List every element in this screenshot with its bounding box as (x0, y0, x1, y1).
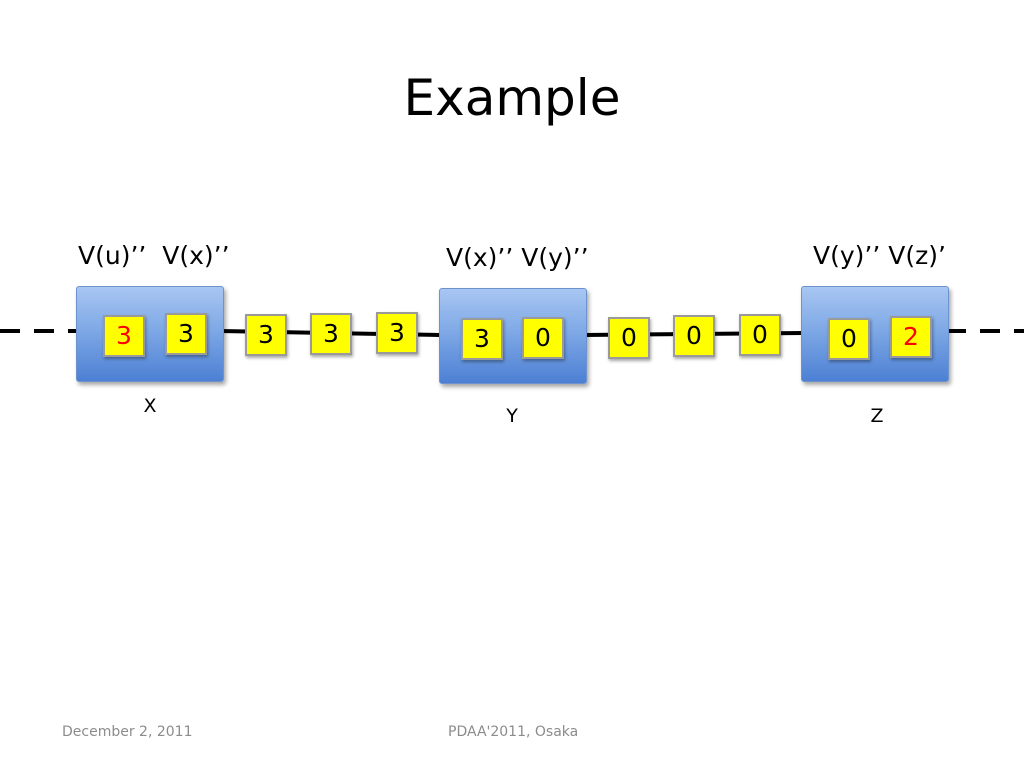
node-y-header: V(x)’’ V(y)’’ (446, 243, 589, 272)
message-y-z-3: 0 (739, 314, 781, 356)
node-z-name: Z (870, 405, 884, 427)
node-y-right-value: 0 (522, 317, 564, 359)
node-x-header: V(u)’’ V(x)’’ (78, 241, 230, 270)
node-x-name: X (143, 395, 157, 417)
node-x: 3 3 (76, 286, 224, 382)
node-z: 0 2 (801, 286, 949, 382)
message-x-y-3: 3 (376, 312, 418, 354)
message-y-z-2: 0 (673, 315, 715, 357)
node-z-header: V(y)’’ V(z)’ (813, 241, 946, 270)
node-y-name: Y (506, 405, 518, 427)
node-x-right-value: 3 (165, 313, 207, 355)
node-y: 3 0 (439, 288, 587, 384)
message-y-z-1: 0 (608, 317, 650, 359)
footer-conference: PDAA'2011, Osaka (448, 724, 579, 740)
node-z-right-value: 2 (890, 316, 932, 358)
footer-date: December 2, 2011 (62, 724, 193, 740)
node-z-left-value: 0 (828, 318, 870, 360)
slide-title: Example (403, 69, 621, 127)
message-x-y-2: 3 (310, 313, 352, 355)
node-x-left-value: 3 (103, 315, 145, 357)
message-x-y-1: 3 (245, 314, 287, 356)
node-y-left-value: 3 (461, 318, 503, 360)
